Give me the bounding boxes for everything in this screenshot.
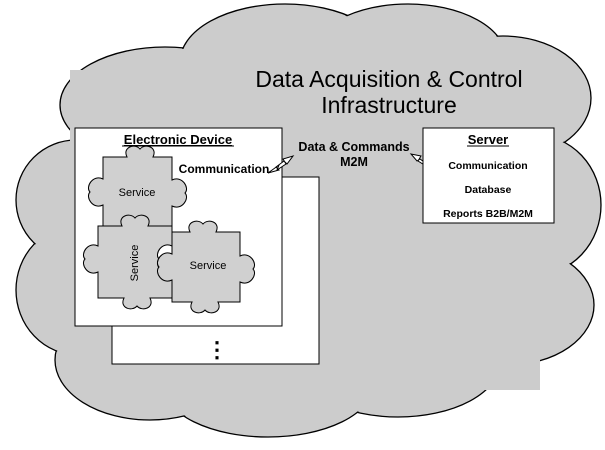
- server-title: Server: [468, 132, 508, 147]
- puzzle-label-top: Service: [119, 187, 156, 199]
- device-communication: Communication: [179, 162, 270, 176]
- puzzle-label-right: Service: [190, 260, 227, 272]
- cloud-title-line1: Data Acquisition & Control: [255, 66, 522, 92]
- server-box: [422, 127, 555, 224]
- link-label-line2: M2M: [340, 155, 368, 169]
- puzzle-label-left: Service: [129, 245, 141, 282]
- puzzle-piece-right: [157, 220, 255, 314]
- device-title: Electronic Device: [124, 132, 232, 147]
- server-item-communication: Communication: [448, 160, 527, 172]
- server-item-reports: Reports B2B/M2M: [443, 208, 533, 220]
- cloud-title-line2: Infrastructure: [321, 92, 457, 118]
- server-item-database: Database: [465, 184, 512, 196]
- more-devices-ellipsis: ⋮: [206, 337, 228, 362]
- link-label-line1: Data & Commands: [298, 140, 409, 154]
- lightning-icon-device: [267, 155, 295, 174]
- puzzle-group: [83, 145, 255, 314]
